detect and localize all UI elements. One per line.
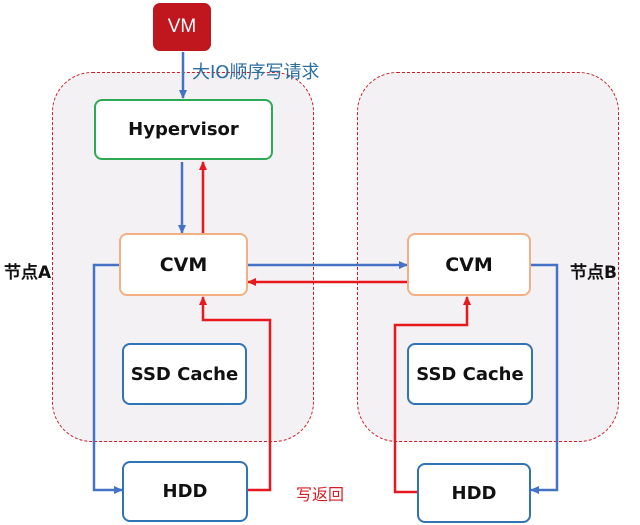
vm-block: VM	[153, 3, 211, 51]
ssd-cache-b-box: SSD Cache	[407, 343, 533, 405]
vm-label: VM	[167, 16, 197, 37]
cvm-b-label: CVM	[445, 253, 493, 276]
hdd-b-box: HDD	[417, 463, 531, 523]
ssd-cache-b-label: SSD Cache	[416, 363, 524, 385]
hdd-b-to-cvm-b-return-arrow	[393, 296, 471, 494]
hdd-a-to-cvm-a-return-arrow	[199, 296, 272, 492]
hypervisor-box: Hypervisor	[94, 99, 273, 160]
node-b-label: 节点B	[570, 263, 617, 283]
cvm-a-box: CVM	[119, 233, 248, 296]
node-a-label: 节点A	[4, 263, 52, 283]
hdd-a-label: HDD	[162, 481, 208, 502]
hypervisor-label: Hypervisor	[128, 119, 239, 140]
cvm-b-to-hdd-b-arrow	[530, 263, 559, 494]
hdd-b-label: HDD	[451, 482, 497, 504]
write-return-label: 写返回	[296, 485, 345, 504]
hdd-a-box: HDD	[122, 461, 248, 522]
cvm-a-label: CVM	[159, 253, 208, 276]
cvm-b-box: CVM	[407, 233, 531, 296]
request-label: 大IO顺序写请求	[192, 62, 320, 83]
cvm-a-to-hdd-a-arrow	[92, 263, 123, 494]
ssd-cache-a-label: SSD Cache	[130, 363, 239, 385]
ssd-cache-a-box: SSD Cache	[122, 343, 247, 405]
